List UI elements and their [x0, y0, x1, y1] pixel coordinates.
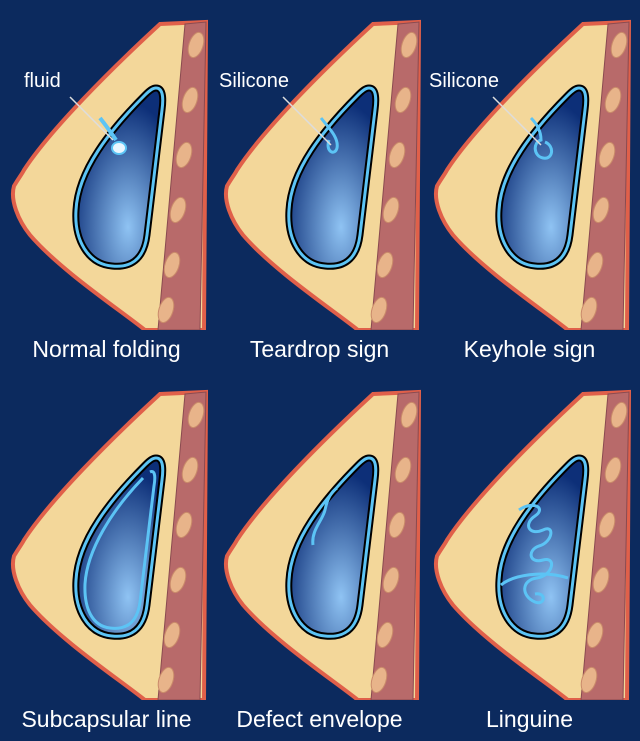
breast-illustration [11, 19, 209, 330]
implant-shell [74, 456, 165, 638]
rib [580, 296, 598, 324]
panel-defect: Defect envelope [213, 370, 426, 740]
panel-label: Defect envelope [236, 706, 403, 732]
rib [376, 621, 394, 649]
callout-label: Silicone [219, 70, 290, 92]
rib [157, 666, 175, 694]
rib [382, 566, 400, 594]
rib [400, 31, 418, 59]
implant-shell [287, 86, 378, 268]
implant-shell [287, 456, 378, 638]
rib [181, 86, 199, 114]
panel-label: Normal folding [32, 336, 181, 362]
rib [394, 456, 412, 484]
panel-label: Teardrop sign [249, 336, 390, 362]
rib [388, 511, 406, 539]
rib [610, 31, 628, 59]
callout-label: fluid [24, 70, 61, 92]
rib [388, 141, 406, 169]
rib [163, 251, 181, 279]
implant-shell [497, 86, 588, 268]
callout-pointer [69, 96, 114, 141]
rib [187, 31, 205, 59]
rib [592, 196, 610, 224]
rib [370, 296, 388, 324]
breast-illustration [434, 19, 632, 330]
rib [586, 251, 604, 279]
rib [610, 401, 628, 429]
panel-label: Keyhole sign [463, 336, 596, 362]
rib [181, 456, 199, 484]
rib [169, 196, 187, 224]
rib [169, 566, 187, 594]
breast-illustration [224, 19, 422, 330]
callout-label: Silicone [429, 70, 500, 92]
rib [187, 401, 205, 429]
rib [580, 666, 598, 694]
panel-subcapsular: Subcapsular line [0, 370, 213, 740]
panel-linguine: Linguine [423, 370, 636, 740]
breast-illustration [11, 389, 209, 700]
rib [175, 141, 193, 169]
rib [163, 621, 181, 649]
rib [157, 296, 175, 324]
breast-illustration [224, 389, 422, 700]
implant-shell [74, 86, 165, 268]
rib [400, 401, 418, 429]
callout-pointer [282, 96, 332, 146]
rib [175, 511, 193, 539]
rib [382, 196, 400, 224]
breast-illustration [434, 389, 632, 700]
rib [376, 251, 394, 279]
panel-label: Linguine [486, 706, 573, 732]
rib [592, 566, 610, 594]
rib [604, 86, 622, 114]
implant-shell [497, 456, 588, 638]
rib [394, 86, 412, 114]
rib [598, 141, 616, 169]
rib [604, 456, 622, 484]
rib [370, 666, 388, 694]
callout-pointer [492, 96, 542, 146]
panel-label: Subcapsular line [21, 706, 192, 732]
rib [586, 621, 604, 649]
rib [598, 511, 616, 539]
